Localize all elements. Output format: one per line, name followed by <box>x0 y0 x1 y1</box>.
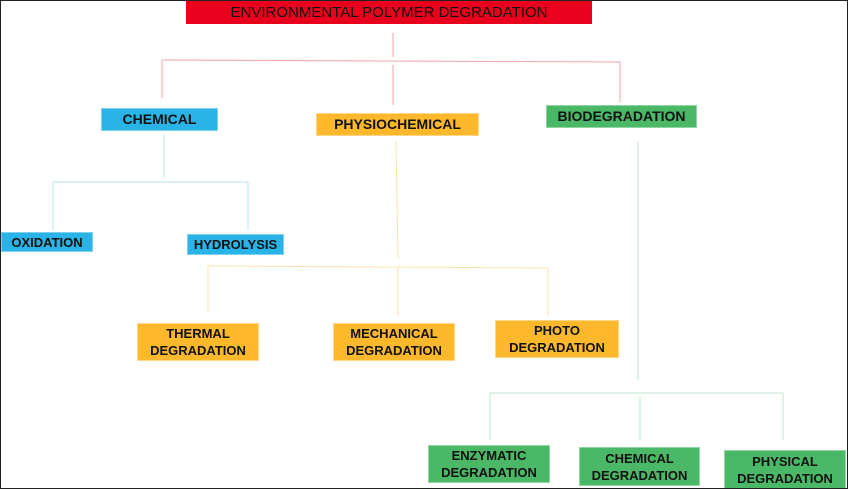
chemical-connectors <box>52 134 249 230</box>
node-label-line: DEGRADATION <box>150 343 246 358</box>
node-label-line: CHEMICAL <box>605 450 674 466</box>
photo-degradation-node: PHOTO DEGRADATION <box>495 320 619 358</box>
node-label-line: DEGRADATION <box>509 340 605 355</box>
mechanical-degradation-node: MECHANICAL DEGRADATION <box>333 323 455 361</box>
node-label-line: DEGRADATION <box>346 343 442 358</box>
chemical-node: CHEMICAL <box>101 108 218 131</box>
node-label-line: DEGRADATION <box>591 467 688 483</box>
chemical-label: CHEMICAL <box>122 111 197 127</box>
biodegradation-label: BIODEGRADATION <box>557 108 686 124</box>
node-label-line: MECHANICAL <box>350 326 438 341</box>
node-label-line: THERMAL <box>166 326 230 341</box>
biodegradation-connectors <box>489 141 784 441</box>
root-node: ENVIRONMENTAL POLYMER DEGRADATION <box>186 1 592 24</box>
physiochemical-connectors <box>207 140 549 316</box>
physiochemical-node: PHYSIOCHEMICAL <box>316 113 479 136</box>
node-label-line: PHYSICAL <box>752 453 818 469</box>
root-connectors <box>161 33 621 105</box>
oxidation-node: OXIDATION <box>1 232 93 252</box>
node-label-line: PHOTO <box>534 323 580 338</box>
node-label-line: DEGRADATION <box>737 470 833 486</box>
enzymatic-degradation-node: ENZYMATIC DEGRADATION <box>428 445 550 483</box>
oxidation-label: OXIDATION <box>11 234 83 250</box>
hydrolysis-label: HYDROLYSIS <box>193 237 278 252</box>
root-label: ENVIRONMENTAL POLYMER DEGRADATION <box>230 4 548 21</box>
hydrolysis-node: HYDROLYSIS <box>187 234 284 255</box>
node-label-line: ENZYMATIC <box>451 448 527 463</box>
node-label-line: DEGRADATION <box>441 465 537 480</box>
biodegradation-node: BIODEGRADATION <box>546 105 697 128</box>
physiochemical-label: PHYSIOCHEMICAL <box>334 116 461 132</box>
thermal-degradation-node: THERMAL DEGRADATION <box>137 323 259 361</box>
